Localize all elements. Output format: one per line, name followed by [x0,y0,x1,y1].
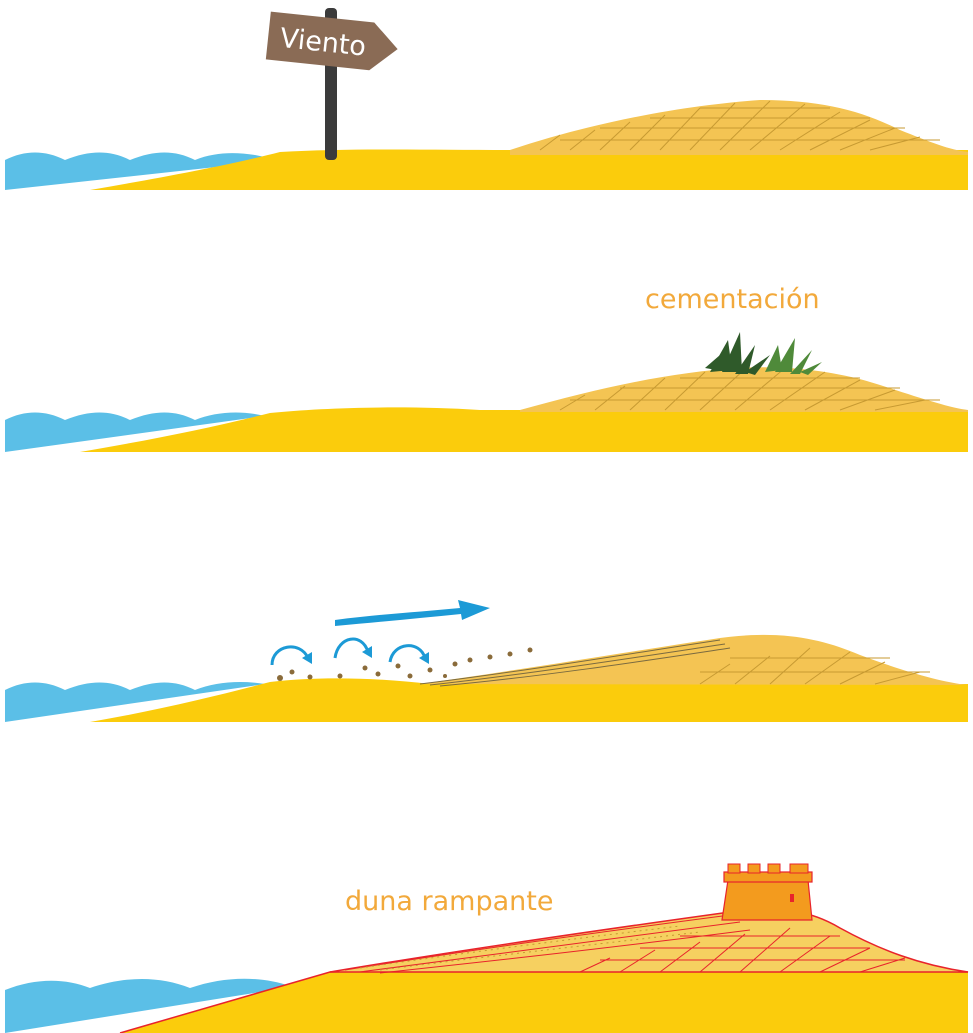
wind-sign-icon: Viento [266,12,400,73]
saltation-arrow-icon [272,647,308,665]
panel-transport-drawing [0,560,973,730]
climbing-dune-label: duna rampante [345,886,553,917]
climbing-dune [330,909,968,972]
saltation-arrows [272,639,425,665]
saltation-arrow-icon [335,639,368,658]
panel-climbing: duna rampante [0,840,973,1033]
panel-climbing-drawing: duna rampante [0,840,973,1033]
cementation-label: cementación [645,284,820,315]
dune [420,635,968,685]
panel-wind: Viento [0,0,973,200]
watchtower-icon [722,864,812,920]
wind-arrow-icon [335,600,490,626]
panel-transport [0,560,973,730]
panel-cementation: cementación [0,260,973,460]
panel-cementation-drawing: cementación [0,260,973,460]
beach-sand [80,407,968,452]
panel-wind-drawing: Viento [0,0,973,200]
saltation-arrow-icon [390,646,425,662]
